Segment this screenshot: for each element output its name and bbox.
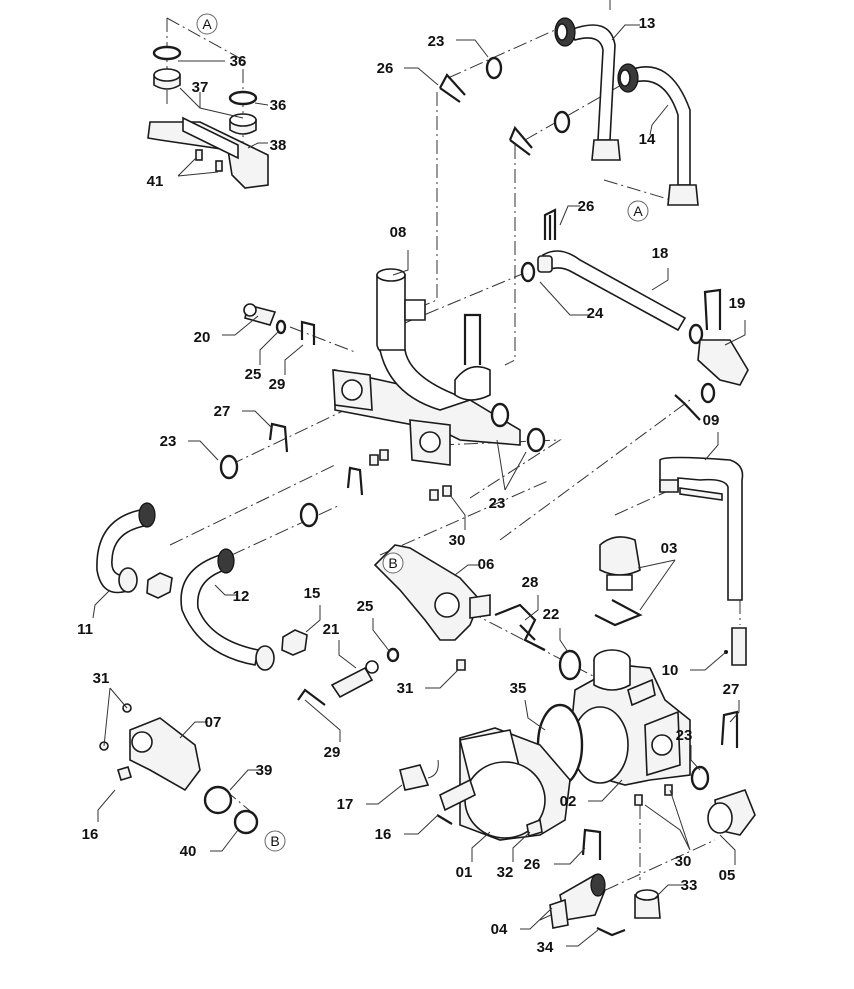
part-label-34: 34 — [537, 939, 554, 956]
part-label-08: 08 — [390, 224, 407, 241]
pipe-12 — [180, 548, 308, 671]
part-label-19: 19 — [729, 295, 746, 312]
part-label-14: 14 — [639, 131, 656, 148]
part-label-04: 04 — [491, 921, 508, 938]
part-label-05: 05 — [719, 867, 736, 884]
part-label-13: 13 — [639, 15, 656, 32]
part-label-24: 24 — [587, 305, 604, 322]
part-label-10: 10 — [662, 662, 679, 679]
part-label-30: 30 — [449, 532, 466, 549]
svg-text:B: B — [388, 555, 397, 571]
part-label-41: 41 — [147, 173, 164, 190]
part-label-06: 06 — [478, 556, 495, 573]
part-label-12: 12 — [233, 588, 250, 605]
part-label-23: 23 — [428, 33, 445, 50]
part-label-22: 22 — [543, 606, 560, 623]
body-02 — [536, 649, 739, 791]
part-label-07: 07 — [205, 714, 222, 731]
svg-text:B: B — [270, 833, 279, 849]
pipe-14 — [617, 63, 699, 206]
pipe-11 — [96, 502, 173, 599]
part-label-26: 26 — [377, 60, 394, 77]
reference-marker-a: A — [196, 13, 218, 35]
part-label-23: 23 — [676, 727, 693, 744]
part-label-11: 11 — [77, 621, 93, 638]
part-label-38: 38 — [270, 137, 287, 154]
clips-bottom — [581, 784, 673, 937]
reference-marker-a: A — [627, 200, 649, 222]
valve-04 — [549, 873, 606, 929]
pipe-18 — [520, 250, 704, 345]
leader-lines — [92, 24, 746, 947]
part-label-31: 31 — [397, 680, 414, 697]
reference-markers: A A B B — [196, 13, 649, 852]
part-label-26: 26 — [578, 198, 595, 215]
part-label-03: 03 — [661, 540, 678, 557]
elbow-19 — [674, 288, 749, 421]
part-label-32: 32 — [497, 864, 514, 881]
part-labels: 36 37 36 38 41 23 26 13 14 26 08 18 24 19 20 25 29 27 23 09… — [77, 15, 745, 956]
elbow-05 — [707, 789, 756, 836]
part-label-31: 31 — [93, 670, 110, 687]
part-label-37: 37 — [192, 79, 209, 96]
part-label-36: 36 — [270, 97, 287, 114]
part-label-27: 27 — [723, 681, 740, 698]
part-label-28: 28 — [522, 574, 539, 591]
part-label-35: 35 — [510, 680, 527, 697]
clips-rings-top — [439, 56, 571, 240]
cap-33 — [634, 889, 661, 919]
hose-09 — [659, 456, 744, 601]
part-label-20: 20 — [194, 329, 211, 346]
reference-marker-b: B — [264, 830, 286, 852]
left-small-parts — [219, 303, 364, 528]
connector-10 — [724, 627, 747, 666]
part-label-40: 40 — [180, 843, 197, 860]
part-label-25: 25 — [245, 366, 262, 383]
bracket-assembly — [147, 45, 269, 189]
part-label-36: 36 — [230, 53, 247, 70]
part-label-02: 02 — [560, 793, 577, 810]
part-label-23: 23 — [489, 495, 506, 512]
part-label-23: 23 — [160, 433, 177, 450]
valve-07 — [99, 703, 259, 835]
svg-text:A: A — [202, 16, 212, 32]
part-label-09: 09 — [703, 412, 720, 429]
part-label-21: 21 — [323, 621, 340, 638]
part-label-17: 17 — [337, 796, 354, 813]
pipe-13 — [554, 17, 621, 161]
part-label-25: 25 — [357, 598, 374, 615]
part-label-01: 01 — [456, 864, 473, 881]
reference-marker-b: B — [382, 552, 404, 574]
part-label-29: 29 — [324, 744, 341, 761]
part-label-16: 16 — [375, 826, 392, 843]
part-label-29: 29 — [269, 376, 286, 393]
part-label-15: 15 — [304, 585, 321, 602]
part-label-27: 27 — [214, 403, 231, 420]
part-label-33: 33 — [681, 877, 698, 894]
pump-01 — [399, 727, 571, 841]
part-label-16: 16 — [82, 826, 99, 843]
part-label-39: 39 — [256, 762, 273, 779]
svg-text:A: A — [633, 203, 643, 219]
part-label-18: 18 — [652, 245, 669, 262]
valve-03 — [594, 536, 643, 627]
parts-21-25-29 — [297, 647, 400, 706]
part-label-30: 30 — [675, 853, 692, 870]
part-label-26: 26 — [524, 856, 541, 873]
manifold-08 — [332, 268, 546, 501]
